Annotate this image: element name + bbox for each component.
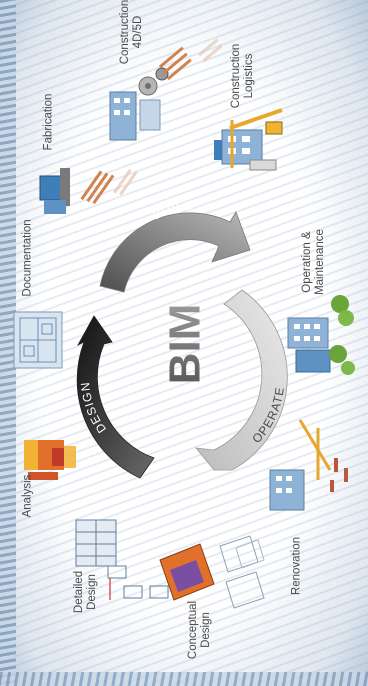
label-renovation-line1: Renovation <box>290 536 303 596</box>
analysis-illustration <box>24 440 76 480</box>
label-analysis-line1: Analysis <box>21 474 34 518</box>
renovation-illustration <box>269 419 348 511</box>
label-construction-logistics-line1: Construction <box>230 43 242 109</box>
label-detailed-design: Detailed Design <box>73 571 99 613</box>
label-documentation-line1: Documentation <box>21 219 34 297</box>
decorative-edge-bottom <box>0 672 368 686</box>
label-construction-4d5d-line2: 4D/5D <box>132 15 144 49</box>
label-construction-logistics: Construction Logistics <box>230 44 256 109</box>
label-analysis: Analysis <box>22 475 35 518</box>
label-conceptual-design-line1: Conceptual <box>187 600 199 660</box>
fabrication-illustration <box>39 168 138 214</box>
construction-logistics-illustration <box>214 108 283 171</box>
operate-arrow: OPERATE <box>195 289 288 471</box>
bim-center-title: BIM <box>161 304 210 385</box>
conceptual-design-illustration <box>159 535 265 609</box>
label-operation-maintenance-line2: Maintenance <box>314 229 326 295</box>
label-conceptual-design: Conceptual Design <box>187 601 213 659</box>
label-fabrication: Fabrication <box>43 94 56 151</box>
label-fabrication-line1: Fabrication <box>42 93 55 151</box>
design-arrow: DESIGN <box>76 315 155 479</box>
operation-maintenance-illustration <box>287 295 355 375</box>
documentation-illustration <box>13 311 63 369</box>
label-detailed-design-line2: Design <box>86 574 98 610</box>
label-conceptual-design-line2: Design <box>200 612 212 648</box>
label-operation-maintenance-line1: Operation & <box>301 231 313 293</box>
label-renovation: Renovation <box>291 537 304 595</box>
label-construction-logistics-line2: Logistics <box>243 53 255 99</box>
construction-4d5d-illustration <box>109 38 223 141</box>
label-operation-maintenance: Operation & Maintenance <box>301 229 327 295</box>
label-detailed-design-line1: Detailed <box>73 570 85 614</box>
label-documentation: Documentation <box>22 219 35 296</box>
label-construction-4d5d-line1: Construction <box>119 0 131 65</box>
decorative-edge-left <box>0 0 16 686</box>
detailed-design-illustration <box>75 519 169 600</box>
label-construction-4d5d: Construction 4D/5D <box>119 0 145 64</box>
build-arrow: BUILD <box>99 199 251 293</box>
